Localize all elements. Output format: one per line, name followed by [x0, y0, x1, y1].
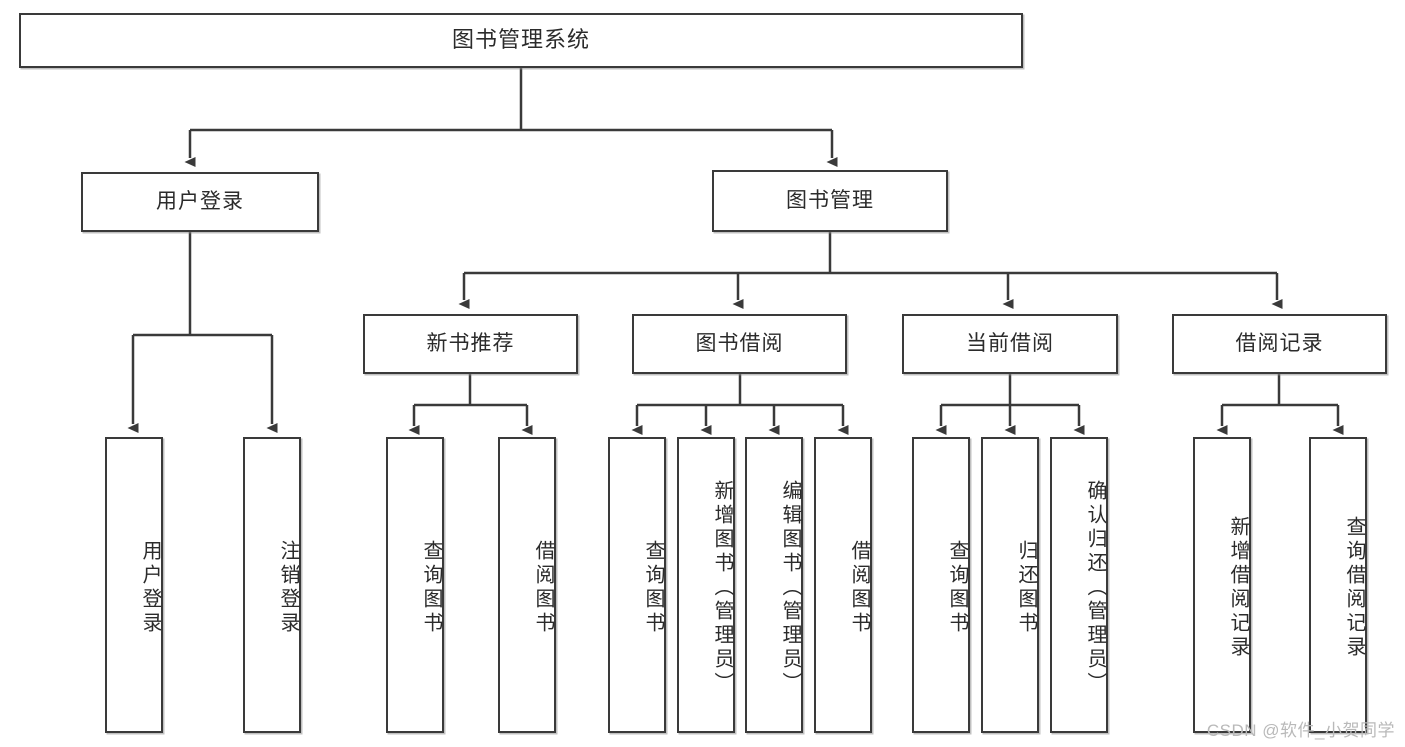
- node-label: 确认归还（管理员）: [1084, 480, 1106, 696]
- node-label: 用户登录: [139, 540, 161, 636]
- node-label: 借阅图书: [532, 540, 554, 636]
- node-label: 当前借阅: [966, 332, 1054, 356]
- leaf-user-login-logout[interactable]: 注销登录: [243, 437, 301, 733]
- node-label: 编辑图书（管理员）: [779, 480, 801, 696]
- leaf-book-borrow-edit[interactable]: 编辑图书（管理员）: [745, 437, 803, 733]
- node-new-book-recommend[interactable]: 新书推荐: [363, 314, 578, 374]
- node-label: 归还图书: [1015, 540, 1037, 636]
- node-current-borrow[interactable]: 当前借阅: [902, 314, 1118, 374]
- node-label: 借阅图书: [848, 540, 870, 636]
- leaf-new-book-borrow[interactable]: 借阅图书: [498, 437, 556, 733]
- node-label: 借阅记录: [1235, 332, 1324, 356]
- node-book-management[interactable]: 图书管理: [712, 170, 948, 232]
- leaf-new-book-query[interactable]: 查询图书: [386, 437, 444, 733]
- node-label: 查询图书: [420, 540, 442, 636]
- leaf-user-login-login[interactable]: 用户登录: [105, 437, 163, 733]
- node-label: 新增图书（管理员）: [711, 480, 733, 696]
- leaf-borrow-record-query[interactable]: 查询借阅记录: [1309, 437, 1367, 733]
- node-root-system[interactable]: 图书管理系统: [19, 13, 1023, 68]
- node-label: 查询图书: [642, 540, 664, 636]
- node-book-borrow[interactable]: 图书借阅: [632, 314, 847, 374]
- leaf-book-borrow-borrow[interactable]: 借阅图书: [814, 437, 872, 733]
- node-borrow-record[interactable]: 借阅记录: [1172, 314, 1387, 374]
- node-label: 图书管理: [786, 189, 874, 213]
- node-label: 新增借阅记录: [1227, 516, 1249, 660]
- watermark-text: CSDN @软件_小贺同学: [1206, 721, 1395, 740]
- leaf-current-borrow-confirm-return[interactable]: 确认归还（管理员）: [1050, 437, 1108, 733]
- leaf-borrow-record-add[interactable]: 新增借阅记录: [1193, 437, 1251, 733]
- node-label: 注销登录: [277, 540, 299, 636]
- node-user-login[interactable]: 用户登录: [81, 172, 319, 232]
- node-label: 用户登录: [156, 190, 244, 214]
- node-label: 新书推荐: [426, 332, 515, 356]
- leaf-book-borrow-query[interactable]: 查询图书: [608, 437, 666, 733]
- node-label: 查询图书: [946, 540, 968, 636]
- leaf-book-borrow-add[interactable]: 新增图书（管理员）: [677, 437, 735, 733]
- node-label: 图书借阅: [695, 332, 784, 356]
- node-label: 查询借阅记录: [1343, 516, 1365, 660]
- node-label: 图书管理系统: [451, 27, 590, 53]
- leaf-current-borrow-query[interactable]: 查询图书: [912, 437, 970, 733]
- leaf-current-borrow-return[interactable]: 归还图书: [981, 437, 1039, 733]
